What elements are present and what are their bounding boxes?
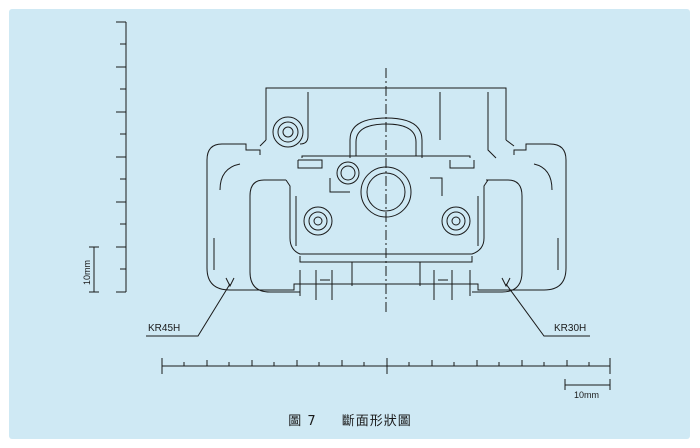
- left-bolt-inner: [313, 216, 323, 226]
- small-hole-inner: [340, 165, 356, 181]
- kr30h-label: KR30H: [554, 323, 586, 334]
- figure-number: 圖 7: [288, 414, 317, 429]
- vertical-scale-ruler: [89, 21, 127, 293]
- housing-details: [299, 92, 497, 300]
- figure-title: 斷面形狀圖: [341, 414, 412, 429]
- kr45h-outline: [206, 87, 567, 291]
- right-bolt-inner: [451, 216, 461, 226]
- small-hole-outer: [336, 161, 360, 185]
- top-left-bolt-mid: [277, 121, 299, 143]
- center-bore-inner: [366, 172, 406, 212]
- kr45h-label: KR45H: [148, 323, 180, 334]
- top-left-bolt-outer: [272, 116, 304, 148]
- leader-lines: [146, 277, 590, 337]
- figure-caption: 圖 7 斷面形狀圖: [0, 410, 700, 429]
- horizontal-scale-ruler: [161, 358, 611, 390]
- left-bolt-mid: [308, 211, 328, 231]
- right-bolt-outer: [441, 206, 471, 236]
- bolt-holes: [272, 116, 471, 236]
- kr30h-outline: [249, 155, 523, 293]
- vertical-scale-label: 10mm: [82, 260, 92, 285]
- right-bolt-mid: [446, 211, 466, 231]
- top-left-bolt-inner: [282, 126, 294, 138]
- center-bore-outer: [360, 166, 412, 218]
- left-bolt-outer: [303, 206, 333, 236]
- horizontal-scale-label: 10mm: [574, 390, 599, 400]
